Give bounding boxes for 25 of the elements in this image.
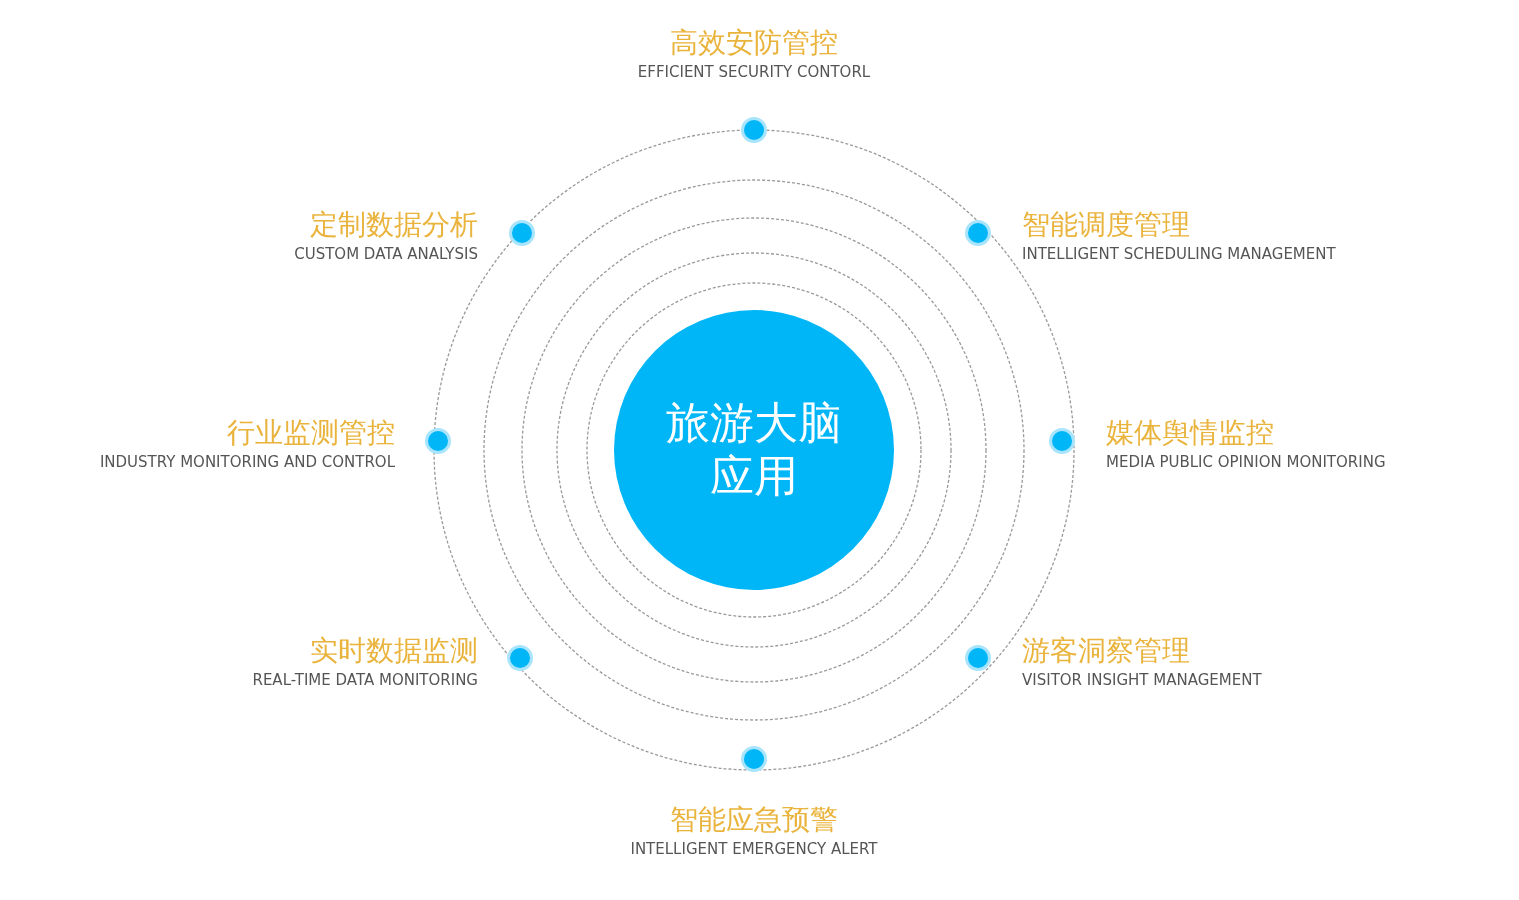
feature-title: 行业监测管控 — [226, 416, 395, 450]
feature-subtitle: VISITOR INSIGHT MANAGEMENT — [1022, 670, 1262, 690]
feature-title: 媒体舆情监控 — [1106, 416, 1275, 450]
feature-title: 定制数据分析 — [309, 208, 478, 242]
feature-subtitle: REAL-TIME DATA MONITORING — [252, 670, 478, 690]
feature-title: 高效安防管控 — [669, 26, 839, 60]
node-dot — [968, 223, 988, 243]
node-dot — [512, 223, 532, 243]
feature-title: 智能应急预警 — [669, 803, 839, 837]
node-dot — [744, 749, 764, 769]
feature-title: 智能调度管理 — [1022, 208, 1191, 242]
feature-subtitle: INDUSTRY MONITORING AND CONTROL — [99, 452, 395, 472]
feature-subtitle: EFFICIENT SECURITY CONTORL — [637, 62, 871, 82]
feature-subtitle: MEDIA PUBLIC OPINION MONITORING — [1106, 452, 1386, 472]
feature-title: 实时数据监测 — [309, 634, 478, 668]
node-dot — [510, 648, 530, 668]
feature-subtitle: CUSTOM DATA ANALYSIS — [294, 244, 478, 264]
node-dot — [744, 120, 764, 140]
feature-subtitle: INTELLIGENT EMERGENCY ALERT — [630, 839, 878, 859]
node-dot — [968, 648, 988, 668]
feature-subtitle: INTELLIGENT SCHEDULING MANAGEMENT — [1022, 244, 1336, 264]
node-dot — [1052, 431, 1072, 451]
feature-title: 游客洞察管理 — [1022, 634, 1191, 668]
node-dot — [428, 431, 448, 451]
center-title: 旅游大脑应用 — [665, 397, 843, 503]
